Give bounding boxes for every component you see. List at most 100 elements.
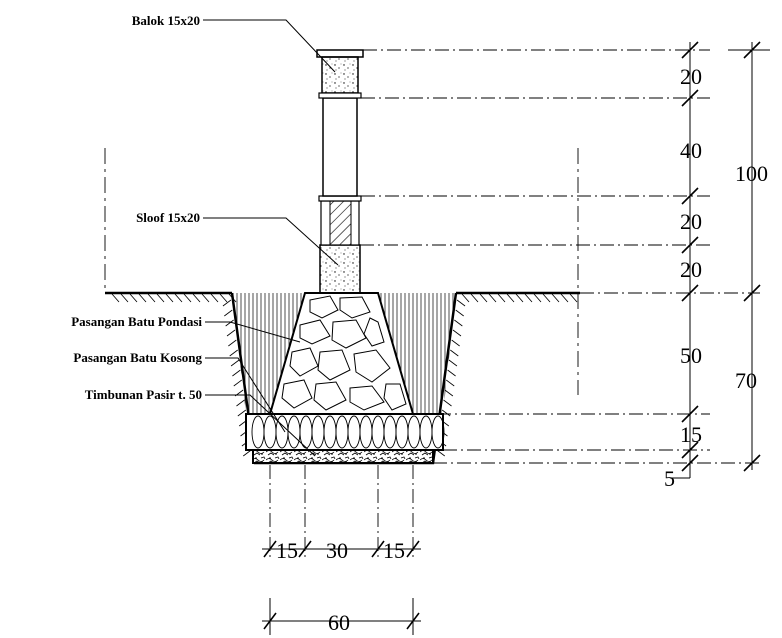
dim-column-height: 40 [680, 138, 702, 163]
label-pasangan-batu-kosong: Pasangan Batu Kosong [73, 350, 286, 433]
soil-hatch-mark [497, 293, 506, 303]
dim-width-total: 60 [328, 610, 350, 635]
stone-shape [349, 385, 385, 411]
dim-tick [681, 454, 699, 472]
soil-hatch-mark [515, 293, 524, 303]
soil-hatch-mark [448, 359, 458, 367]
soil-hatch-mark [165, 293, 174, 303]
label-sloof: Sloof 15x20 [136, 210, 339, 266]
soil-hatch-mark [456, 299, 466, 307]
dim-sand-bed-height: 5 [664, 466, 675, 491]
soil-hatch-mark [230, 359, 240, 367]
dim-balok-height: 20 [680, 64, 702, 89]
sand-bed-layer [252, 449, 434, 464]
soil-hatch-mark [560, 293, 569, 303]
dim-tick [681, 187, 699, 205]
label-timbunan-pasir: Timbunan Pasir t. 50 [85, 387, 316, 457]
stone-shape [317, 349, 351, 381]
soil-hatch-mark [174, 293, 183, 303]
soil-hatch-mark [147, 293, 156, 303]
stone-shape [313, 381, 347, 411]
dim-total-above-ground: 100 [735, 161, 768, 186]
level-extension-lines [360, 49, 760, 479]
soil-hatch-mark [447, 369, 456, 377]
soil-hatch-mark [183, 293, 192, 303]
soil-hatch-mark [232, 369, 241, 377]
dim-tick [681, 41, 699, 59]
stone-shape [339, 296, 371, 319]
soil-hatch-mark [450, 349, 459, 357]
vertical-dimension-chain [681, 41, 699, 472]
dim-width-center: 30 [326, 538, 348, 563]
soil-hatch-mark [201, 293, 210, 303]
sand-fill-right [378, 293, 456, 414]
soil-hatch-mark [542, 293, 551, 303]
soil-hatch-mark [226, 329, 236, 337]
soil-hatch-mark [156, 293, 165, 303]
stone-shape [289, 347, 319, 377]
label-pasangan-batu-pondasi: Pasangan Batu Pondasi [71, 314, 301, 343]
soil-hatch-mark [533, 293, 542, 303]
stone-shape [331, 319, 367, 349]
dim-tick [681, 284, 699, 302]
soil-hatch-mark [222, 299, 232, 307]
stone-shape [281, 379, 313, 409]
label-pasangan-batu-pondasi-text: Pasangan Batu Pondasi [71, 314, 202, 329]
soil-hatch-mark [229, 349, 238, 357]
dim-tick [681, 236, 699, 254]
dim-tick [743, 284, 761, 302]
soil-hatch-mark [524, 293, 533, 303]
stone-shape [309, 295, 339, 319]
soil-hatch-mark [461, 293, 470, 303]
soil-hatch-mark [488, 293, 497, 303]
soil-hatch-mark [225, 319, 234, 327]
label-pasangan-batu-kosong-text: Pasangan Batu Kosong [73, 350, 202, 365]
sand-fill-left [232, 293, 305, 414]
soil-hatch-mark [444, 389, 454, 397]
soil-hatch-mark [445, 379, 455, 387]
soil-hatch-mark [210, 293, 219, 303]
dim-tick [681, 405, 699, 423]
dim-tick [743, 41, 761, 59]
soil-hatch-mark [443, 399, 452, 407]
soil-hatch-mark [452, 329, 462, 337]
soil-hatch-mark [479, 293, 488, 303]
label-balok: Balok 15x20 [132, 13, 336, 73]
sloof-block [318, 195, 362, 294]
dim-tick [681, 89, 699, 107]
soil-hatch-mark [455, 309, 464, 317]
soil-hatch-mark [569, 293, 578, 303]
dim-foundation-height: 50 [680, 343, 702, 368]
stone-shape [383, 383, 407, 411]
stone-shape [299, 319, 331, 345]
soil-hatch-mark [441, 409, 451, 417]
stone-shape [363, 317, 385, 347]
column [322, 97, 358, 197]
dim-width-left: 15 [276, 538, 298, 563]
soil-hatch-mark [120, 293, 129, 303]
stone-shape [353, 349, 391, 383]
soil-hatch-mark [236, 399, 245, 407]
soil-hatch-mark [551, 293, 560, 303]
label-sloof-text: Sloof 15x20 [136, 210, 200, 225]
dim-empty-stone-height: 15 [680, 422, 702, 447]
empty-stone-oval [431, 415, 445, 449]
soil-hatch-mark [506, 293, 515, 303]
soil-hatch-mark [111, 293, 120, 303]
dim-sloof-bottom-height: 20 [680, 257, 702, 282]
soil-hatch-mark [233, 379, 243, 387]
soil-hatch-mark [237, 409, 247, 417]
balok-block [316, 49, 364, 99]
soil-hatch-mark [224, 309, 233, 317]
soil-hatch-mark [470, 293, 479, 303]
soil-hatch-mark [228, 339, 237, 347]
empty-stone-layer [245, 413, 445, 451]
soil-hatch-mark [219, 293, 228, 303]
label-balok-text: Balok 15x20 [132, 13, 200, 28]
vertical-total-chain [728, 41, 770, 472]
dim-tick [681, 441, 699, 459]
dim-tick [743, 454, 761, 472]
soil-hatch-mark [451, 339, 460, 347]
label-timbunan-pasir-text: Timbunan Pasir t. 50 [85, 387, 202, 402]
